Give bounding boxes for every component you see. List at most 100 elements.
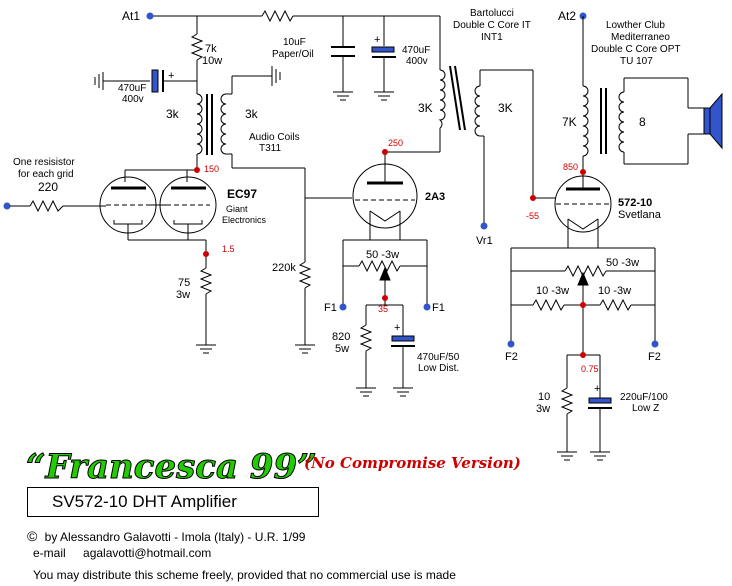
label-f1-left: F1: [324, 302, 337, 314]
label-grid-note-2: for each grid: [18, 169, 74, 180]
voltage-150: 150: [204, 164, 219, 174]
cathode-resistor-820: [359, 324, 373, 352]
interstage-transformer: [438, 65, 534, 224]
filament-network: [510, 247, 656, 355]
label-audio-coils: Audio Coils: [249, 132, 300, 143]
label-giant: Giant: [226, 204, 248, 214]
label-f2-right: F2: [648, 351, 661, 363]
label-470uf-50: 470uF/50: [417, 352, 460, 363]
label-3k-int-l: 3K: [418, 101, 433, 115]
label-f2-left: F2: [505, 351, 518, 363]
svg-text:+: +: [168, 70, 174, 82]
copyright-text: by Alessandro Galavotti - Imola (Italy) …: [44, 530, 306, 544]
label-ec97: EC97: [227, 187, 257, 201]
cap-220uf: [588, 397, 612, 404]
label-400v-b: 400v: [406, 56, 428, 67]
voltage-1-5: 1.5: [222, 244, 235, 254]
copyright-icon: ©: [27, 528, 38, 544]
label-10uf: 10uF: [283, 37, 306, 48]
amplifier-title-box: SV572-10 DHT Amplifier: [27, 487, 319, 517]
cathode-resistor-10: [560, 387, 574, 415]
cap-10uf: [331, 16, 355, 101]
vr1-terminal: [480, 222, 488, 230]
label-lowther: Lowther Club: [606, 20, 665, 31]
hum-pot-50b: [564, 264, 607, 278]
ec97-tube: [99, 160, 217, 241]
label-r820: 820: [332, 331, 350, 343]
label-tu107: TU 107: [620, 56, 653, 67]
label-r50a: 50 -3w: [366, 249, 399, 261]
label-2a3: 2A3: [425, 191, 445, 203]
f1-left-terminal: [339, 303, 347, 311]
voltage-0-75: 0.75: [581, 364, 599, 374]
voltage-m55: -55: [526, 211, 539, 221]
output-transformer: [582, 77, 704, 172]
input-terminal: [3, 202, 11, 210]
speaker-icon: [703, 92, 723, 150]
resistor-10a: [532, 298, 565, 312]
label-400v-a: 400v: [122, 94, 144, 105]
cap-470uf-a: [94, 69, 197, 93]
label-r10a: 10 -3w: [536, 285, 569, 297]
label-220uf: 220uF/100: [620, 392, 668, 403]
label-r50b: 50 -3w: [606, 257, 639, 269]
series-resistor: [261, 9, 294, 23]
label-7k: 7k: [205, 43, 217, 55]
label-7k-opt: 7K: [562, 115, 577, 129]
label-r10c: 10: [538, 391, 550, 403]
label-f1-right: F1: [432, 302, 445, 314]
label-vr1: Vr1: [476, 235, 493, 247]
svg-text:+: +: [594, 383, 600, 395]
label-low-z: Low Z: [632, 403, 659, 414]
label-bartolucci: Bartolucci: [470, 8, 514, 19]
label-r75: 75: [178, 277, 190, 289]
resistor-10b: [599, 298, 632, 312]
hum-pot-50: [358, 259, 401, 273]
label-mediterraneo: Mediterraneo: [611, 32, 670, 43]
email-line: e-mail agalavotti@hotmail.com: [33, 546, 211, 560]
f1-right-terminal: [423, 303, 431, 311]
cathode-resistor-75: [199, 267, 213, 295]
label-electronics: Electronics: [222, 215, 267, 225]
label-svetlana: Svetlana: [618, 209, 662, 221]
at1-terminal: [146, 12, 154, 20]
ground-symbol: [232, 66, 281, 86]
label-r10c-w: 3w: [536, 403, 550, 415]
cap-470uf-b: [371, 16, 396, 101]
grid-resistor-220k: [298, 261, 312, 289]
label-r820-w: 5w: [335, 343, 349, 355]
label-low-dist: Low Dist.: [418, 363, 459, 374]
svg-text:+: +: [394, 322, 400, 334]
label-t311: T311: [259, 143, 281, 154]
grid-resistor-220: [29, 199, 64, 213]
label-int1: INT1: [481, 32, 503, 43]
label-opt-core: Double C Core OPT: [591, 44, 680, 55]
label-3k-int-r: 3K: [498, 101, 513, 115]
tube-2a3: [342, 128, 441, 305]
label-r75-w: 3w: [176, 289, 190, 301]
distribution-note: You may distribute this scheme freely, p…: [33, 568, 456, 582]
label-470uf-b: 470uF: [402, 45, 430, 56]
email-address[interactable]: agalavotti@hotmail.com: [83, 546, 212, 560]
f2-left-terminal: [507, 340, 515, 348]
title-francesca: “Francesca 99”: [26, 447, 317, 487]
label-7k-w: 10w: [202, 55, 222, 67]
cap-470uf-50: [391, 335, 415, 342]
label-3k-right: 3k: [245, 107, 259, 121]
label-at2: At2: [558, 9, 576, 23]
email-label: e-mail: [33, 546, 66, 560]
label-572-10: 572-10: [618, 197, 652, 209]
f2-right-terminal: [651, 340, 659, 348]
label-bart-core: Double C Core IT: [453, 20, 531, 31]
label-grid-note-1: One resisistor: [13, 157, 75, 168]
label-8-ohm: 8: [639, 115, 646, 129]
label-3k-left: 3k: [166, 107, 180, 121]
label-470uf-a: 470uF: [118, 83, 146, 94]
svg-text:+: +: [374, 34, 380, 46]
copyright-line: © by Alessandro Galavotti - Imola (Italy…: [27, 528, 305, 544]
label-paper-oil: Paper/Oil: [272, 49, 314, 60]
label-r220: 220: [38, 180, 58, 194]
voltage-35: 35: [378, 304, 388, 314]
